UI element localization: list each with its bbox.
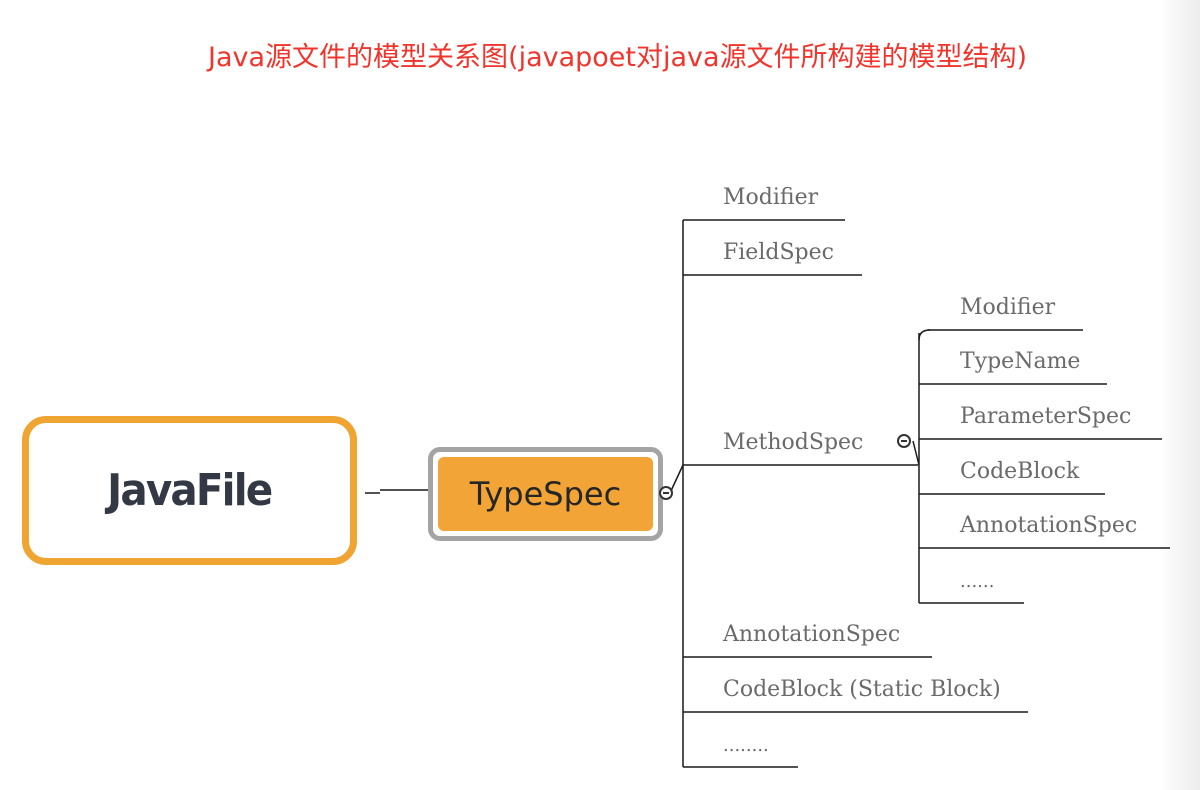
connector-typespec-to-trunk: [669, 464, 684, 494]
typespec-child-modifier[interactable]: Modifier: [723, 185, 819, 210]
methodspec-child-typename[interactable]: TypeName: [960, 349, 1081, 374]
typespec-child-ellipsis[interactable]: ........: [723, 735, 769, 756]
typespec-label: TypeSpec: [469, 475, 622, 513]
diagram-title: Java源文件的模型关系图(javapoet对java源文件所构建的模型结构): [208, 42, 1028, 73]
right-edge-shade: [1160, 0, 1200, 790]
typespec-child-codeblock-static[interactable]: CodeBlock (Static Block): [723, 677, 1001, 702]
typespec-collapse-icon[interactable]: [659, 486, 673, 500]
connector-method-to-trunk: [912, 440, 920, 466]
typespec-child-fieldspec[interactable]: FieldSpec: [723, 240, 834, 265]
typespec-child-annotationspec[interactable]: AnnotationSpec: [723, 622, 901, 647]
typespec-fill: TypeSpec: [438, 457, 653, 531]
methodspec-child-parameterspec[interactable]: ParameterSpec: [960, 404, 1132, 429]
methodspec-child-codeblock[interactable]: CodeBlock: [960, 459, 1080, 484]
typespec-child-methodspec[interactable]: MethodSpec: [723, 430, 864, 455]
methodspec-child-annotationspec[interactable]: AnnotationSpec: [960, 513, 1138, 538]
typespec-node[interactable]: TypeSpec: [428, 447, 663, 541]
methodspec-child-ellipsis[interactable]: ......: [960, 571, 995, 592]
methodspec-child-modifier[interactable]: Modifier: [960, 295, 1056, 320]
methodspec-collapse-icon[interactable]: [897, 434, 911, 448]
javafile-node[interactable]: JavaFile: [22, 416, 357, 565]
javafile-label: JavaFile: [107, 465, 273, 516]
